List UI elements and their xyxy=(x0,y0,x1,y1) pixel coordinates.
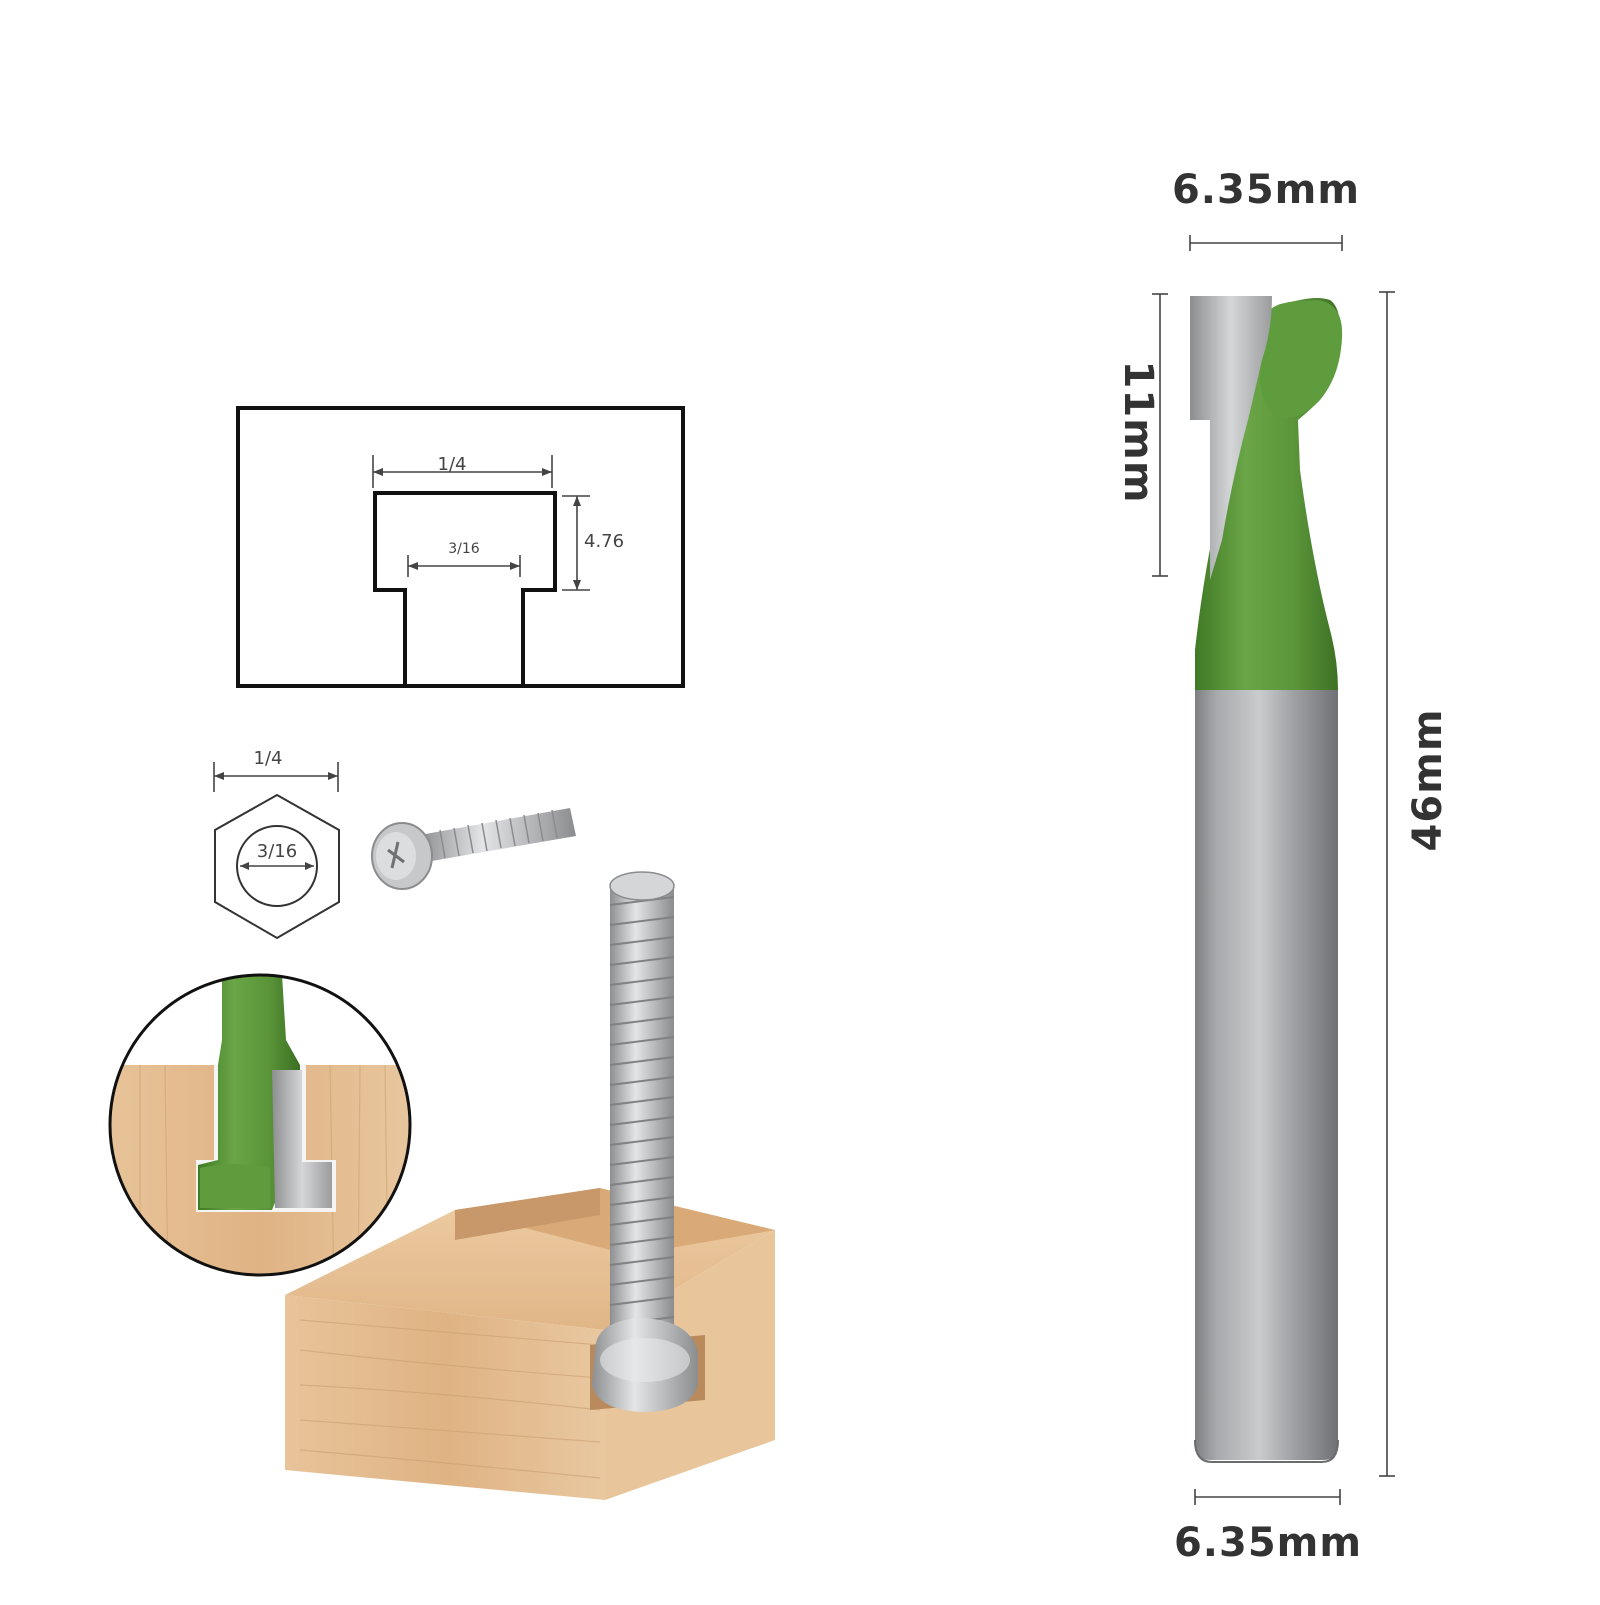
shank-diameter-dimension: 6.35mm xyxy=(1174,1489,1362,1566)
slot-frame xyxy=(236,406,685,688)
shank-diameter-label: 6.35mm xyxy=(1174,1520,1362,1566)
slot-profile xyxy=(373,491,557,686)
bit-shank-end xyxy=(1194,1439,1339,1463)
router-bit xyxy=(1190,296,1343,1463)
cutter-height-dimension: 11mm xyxy=(1115,293,1168,577)
slot-depth-label: 4.76 xyxy=(584,531,624,552)
slot-neck-width-label: 3/16 xyxy=(448,541,480,557)
cutter-width-dimension: 6.35mm xyxy=(1172,167,1360,251)
shank-width-label: 3/16 xyxy=(257,841,297,862)
bit-shank xyxy=(1195,690,1338,1460)
cutter-height-label: 11mm xyxy=(1115,360,1161,503)
magnified-cut-detail xyxy=(108,973,412,1277)
overall-length-label: 46mm xyxy=(1405,708,1451,851)
screw-horizontal xyxy=(371,808,576,890)
screw-vertical xyxy=(592,871,698,1412)
shank-circle xyxy=(236,825,318,907)
screw-head-diagram: 1/4 3/16 xyxy=(213,748,340,940)
overall-length-dimension: 46mm xyxy=(1379,291,1451,1477)
bit-carbide-blade xyxy=(1190,296,1272,580)
bit-bearing-lobe xyxy=(1260,300,1343,419)
slot-cross-section: 1/4 4.76 3/16 xyxy=(236,406,685,688)
head-width-label: 1/4 xyxy=(254,748,283,769)
slot-top-width-label: 1/4 xyxy=(438,454,467,475)
cutter-width-label: 6.35mm xyxy=(1172,167,1360,213)
